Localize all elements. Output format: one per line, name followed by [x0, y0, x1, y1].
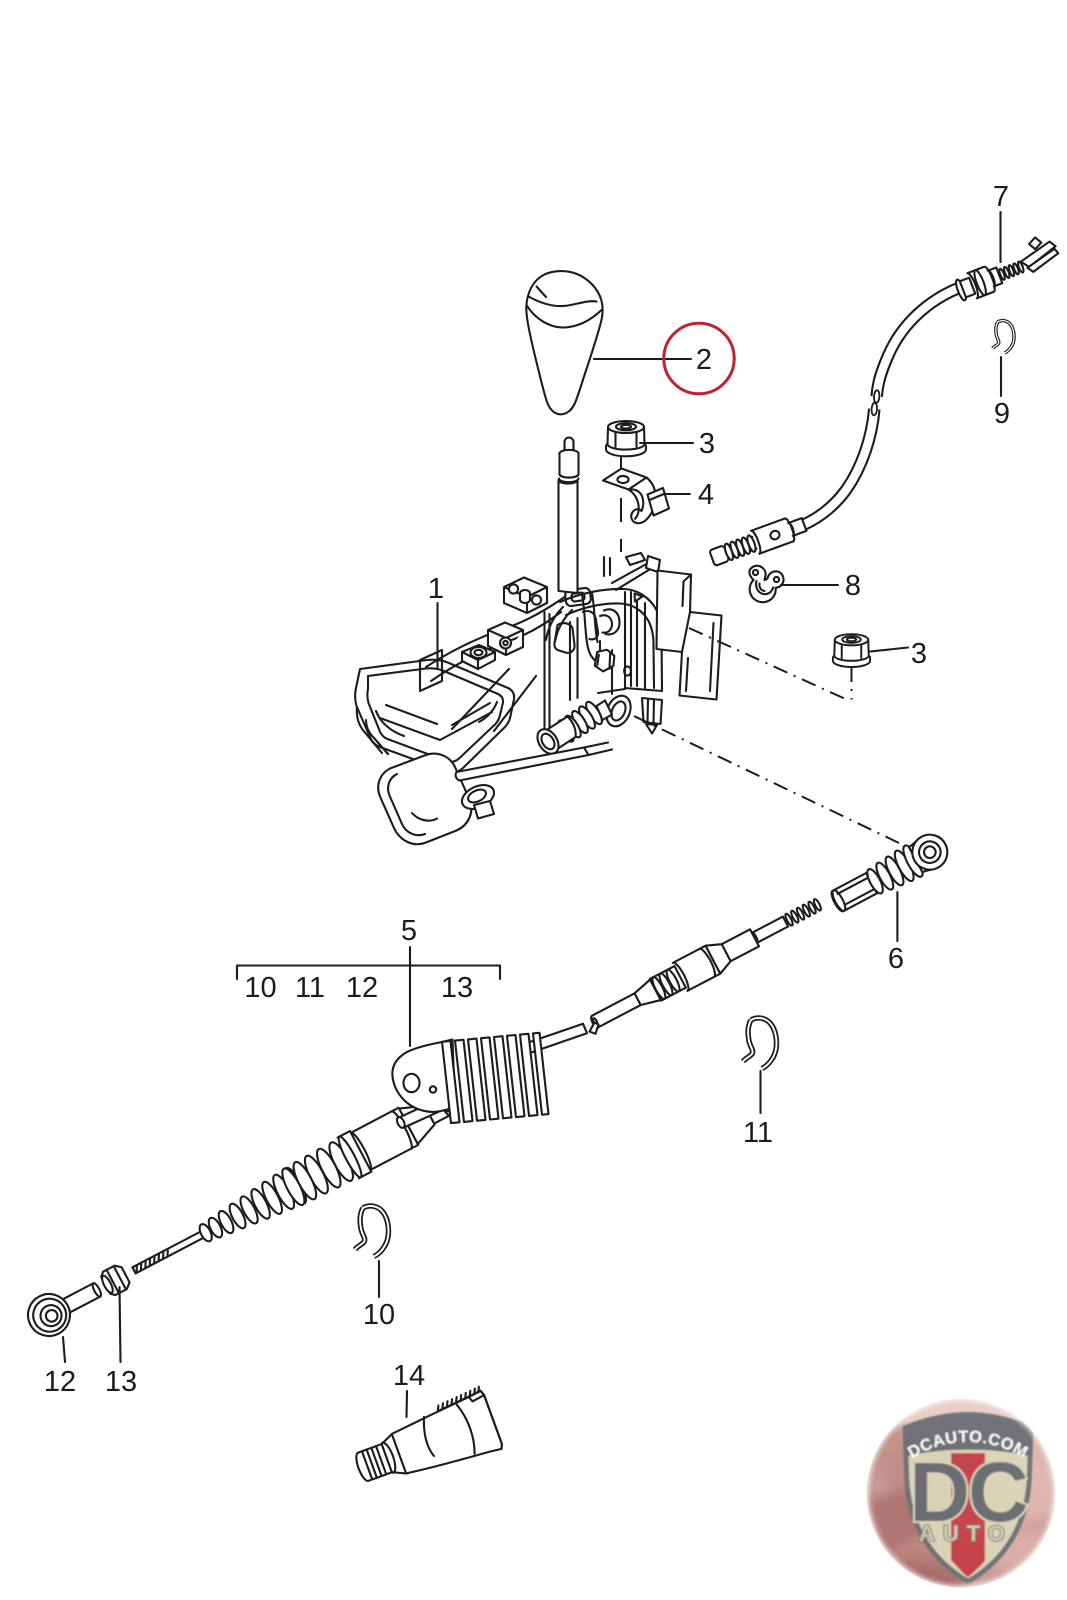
svg-text:6: 6 [888, 943, 904, 975]
svg-text:11: 11 [295, 972, 325, 1004]
svg-text:8: 8 [845, 570, 861, 602]
svg-text:9: 9 [994, 398, 1010, 430]
svg-text:3: 3 [911, 638, 927, 670]
svg-text:10: 10 [363, 1299, 395, 1331]
svg-text:11: 11 [743, 1117, 773, 1149]
svg-text:3: 3 [699, 428, 715, 460]
svg-text:10: 10 [244, 972, 276, 1004]
svg-text:DC: DC [909, 1445, 1027, 1539]
svg-text:12: 12 [44, 1366, 76, 1398]
svg-text:13: 13 [105, 1366, 137, 1398]
svg-text:2: 2 [696, 344, 712, 376]
svg-text:7: 7 [993, 181, 1009, 213]
svg-text:12: 12 [346, 972, 378, 1004]
svg-text:5: 5 [401, 915, 417, 947]
svg-text:AUTO: AUTO [919, 1521, 1013, 1546]
svg-text:13: 13 [441, 972, 473, 1004]
svg-text:14: 14 [393, 1360, 425, 1392]
svg-text:1: 1 [428, 573, 444, 605]
svg-text:4: 4 [698, 479, 714, 511]
